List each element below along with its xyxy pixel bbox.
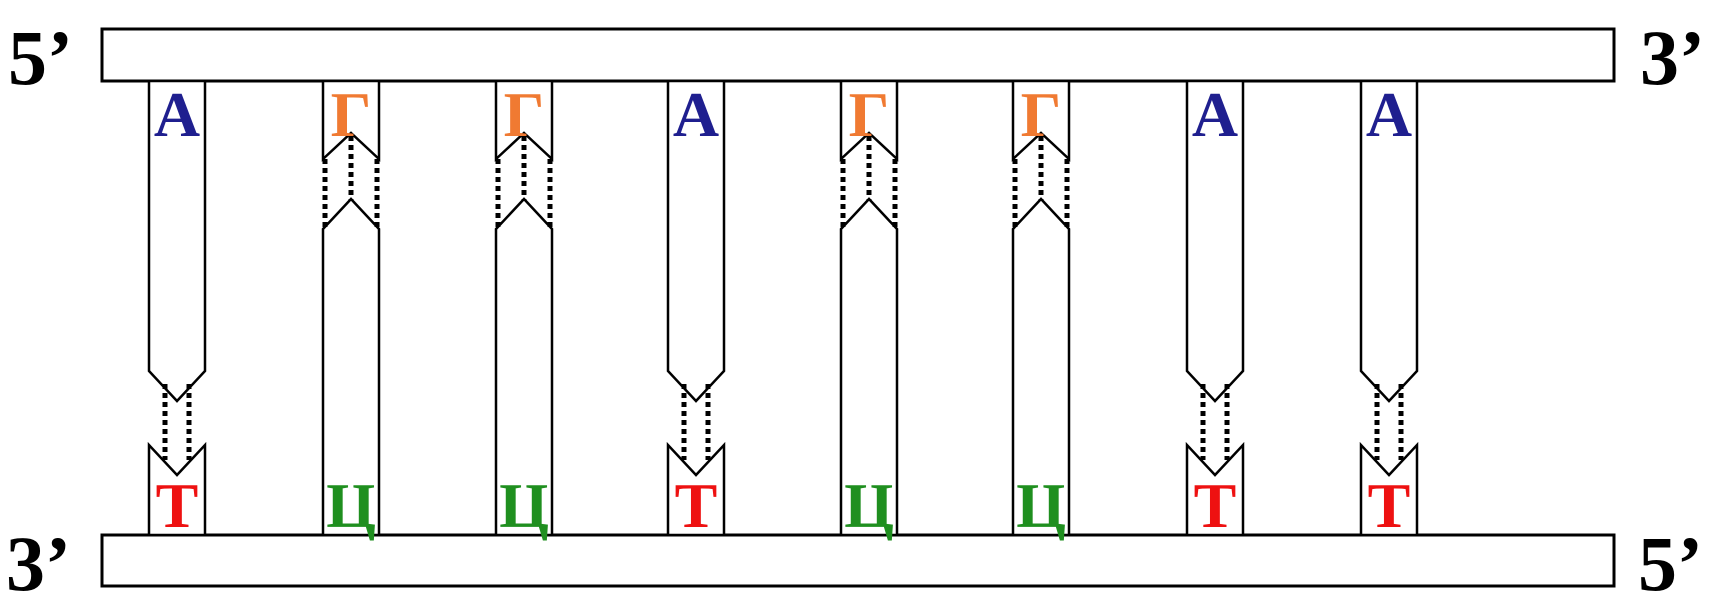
top-base-shape (494, 79, 554, 162)
top-base-letter: Г (331, 79, 372, 150)
base-pair: АТ (1359, 79, 1419, 541)
bottom-base-letter: Ц (844, 470, 894, 541)
base-pair: АТ (147, 79, 207, 541)
bottom-base-shape (321, 197, 381, 537)
bottom-base-letter: Т (675, 470, 718, 541)
top-base-letter: А (673, 79, 719, 150)
bottom-base-letter: Ц (499, 470, 549, 541)
bottom-base-letter: Т (1194, 470, 1237, 541)
top-base-letter: Г (504, 79, 545, 150)
bottom-strand (100, 533, 1616, 588)
base-pair: ГЦ (321, 79, 381, 541)
bottom-base-shape (494, 197, 554, 537)
bottom-base-letter: Ц (1016, 470, 1066, 541)
top-base-shape (1011, 79, 1071, 162)
top-base-letter: Г (849, 79, 890, 150)
base-pair: ГЦ (494, 79, 554, 541)
top-strand-right-end-label: 3’ (1640, 14, 1705, 101)
base-pair: ГЦ (1011, 79, 1071, 541)
bottom-strand-left-end-label: 3’ (6, 520, 71, 591)
top-base-letter: А (1366, 79, 1412, 150)
bottom-base-letter: Т (1368, 470, 1411, 541)
bottom-base-shape (839, 197, 899, 537)
base-pair: АТ (1185, 79, 1245, 541)
top-base-letter: А (1192, 79, 1238, 150)
top-base-shape (321, 79, 381, 162)
top-base-letter: А (154, 79, 200, 150)
top-base-letter: Г (1021, 79, 1062, 150)
top-base-shape (839, 79, 899, 162)
base-pair: ГЦ (839, 79, 899, 541)
bottom-base-letter: Т (156, 470, 199, 541)
bottom-base-letter: Ц (326, 470, 376, 541)
bottom-base-shape (1011, 197, 1071, 537)
top-strand (100, 27, 1616, 83)
top-strand-left-end-label: 5’ (8, 14, 73, 101)
base-pair: АТ (666, 79, 726, 541)
bottom-strand-right-end-label: 5’ (1638, 520, 1703, 591)
